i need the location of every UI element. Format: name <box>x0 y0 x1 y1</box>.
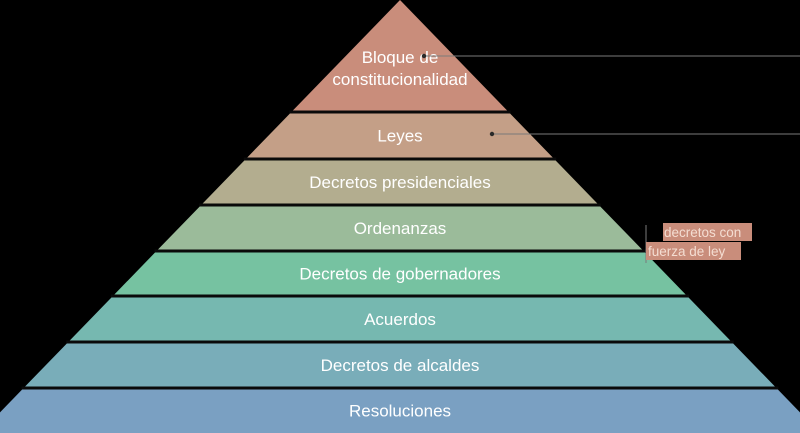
pyramid-tier-label: Ordenanzas <box>354 219 447 238</box>
pyramid-tier-label: Acuerdos <box>364 310 436 329</box>
pyramid-separators <box>21 110 779 390</box>
pyramid-tier <box>201 159 599 205</box>
pyramid-tier-label: Bloque de <box>362 48 439 67</box>
annotation-marker-dot <box>489 131 495 137</box>
pyramid-tier <box>245 112 555 159</box>
annotation-marker-dot <box>421 53 427 59</box>
pyramid-tier-label: Decretos de gobernadores <box>299 265 500 284</box>
pyramid-tier-label: Decretos presidenciales <box>309 173 490 192</box>
pyramid-tier <box>156 205 644 251</box>
pyramid-tier-label: Resoluciones <box>349 402 451 421</box>
pyramid-tier <box>291 0 509 112</box>
pyramid-tier-label: Leyes <box>377 127 422 146</box>
pyramid-tier <box>0 388 800 433</box>
pyramid-tier-label: Decretos de alcaldes <box>321 356 480 375</box>
pyramid-tier <box>23 342 777 388</box>
pyramid-tier <box>112 251 688 296</box>
pyramid-tier <box>68 296 732 342</box>
pyramid-tier-label: constitucionalidad <box>332 70 467 89</box>
annotation-label-box <box>663 223 752 241</box>
annotation-text-line: decretos con <box>664 225 741 240</box>
annotation-text-line: fuerza de ley <box>648 244 726 259</box>
annotation-label-box <box>646 242 741 260</box>
pyramid-labels: Bloque de constitucionalidadLeyesDecretos… <box>299 48 500 421</box>
annotation-group: decretos con fuerza de ley <box>421 53 800 263</box>
